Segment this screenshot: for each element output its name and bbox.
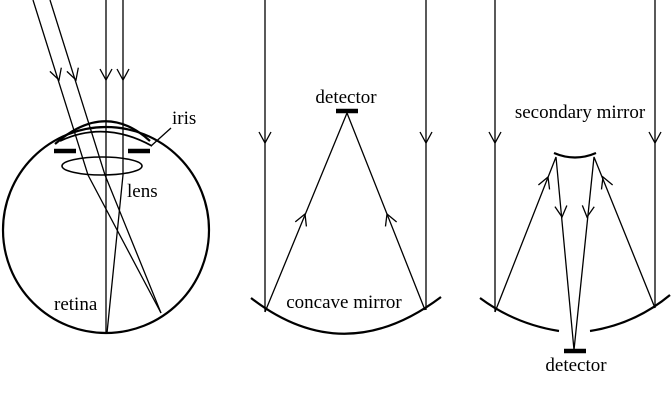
retina-label: retina — [54, 294, 98, 315]
reflector-panel: detector concave mirror — [250, 0, 442, 335]
arrowhead-icon — [488, 131, 502, 145]
cornea — [54, 120, 151, 145]
detector-label: detector — [315, 87, 377, 108]
arrowhead-icon — [49, 67, 62, 82]
arrowhead-icon — [99, 68, 113, 82]
ray — [32, 0, 162, 314]
arrowhead-icon — [419, 131, 433, 145]
reflected-rays — [264, 111, 426, 313]
lens-label: lens — [127, 181, 158, 202]
primary-mirror-right — [589, 294, 671, 333]
arrowhead-icon — [384, 212, 398, 227]
iris-label: iris — [172, 108, 196, 129]
arrowhead-icon — [537, 175, 551, 190]
arrowhead-icon — [294, 212, 308, 227]
concave-mirror — [250, 296, 442, 335]
mirror-label: concave mirror — [286, 292, 402, 313]
arrowhead-icon — [600, 175, 614, 190]
lens-ellipse — [61, 156, 143, 176]
arrowhead-icon — [66, 67, 79, 82]
arrowhead-icon — [258, 131, 272, 145]
secondary-mirror — [553, 151, 597, 159]
detector-label: detector — [545, 355, 607, 376]
eye-panel: iris lens retina — [1, 0, 211, 335]
ray — [49, 0, 162, 314]
iris-pointer — [150, 127, 172, 147]
ray — [494, 156, 575, 351]
arrowhead-icon — [554, 205, 568, 219]
primary-mirror-left — [479, 297, 560, 333]
arrowhead-icon — [581, 205, 595, 219]
arrowheads — [49, 67, 662, 227]
arrowhead-icon — [648, 131, 662, 145]
ray — [106, 0, 124, 334]
secondary-mirror-label: secondary mirror — [515, 102, 646, 123]
cassegrain-panel: secondary mirror detector — [479, 0, 671, 376]
arrowhead-icon — [116, 68, 130, 82]
ray — [573, 156, 656, 351]
